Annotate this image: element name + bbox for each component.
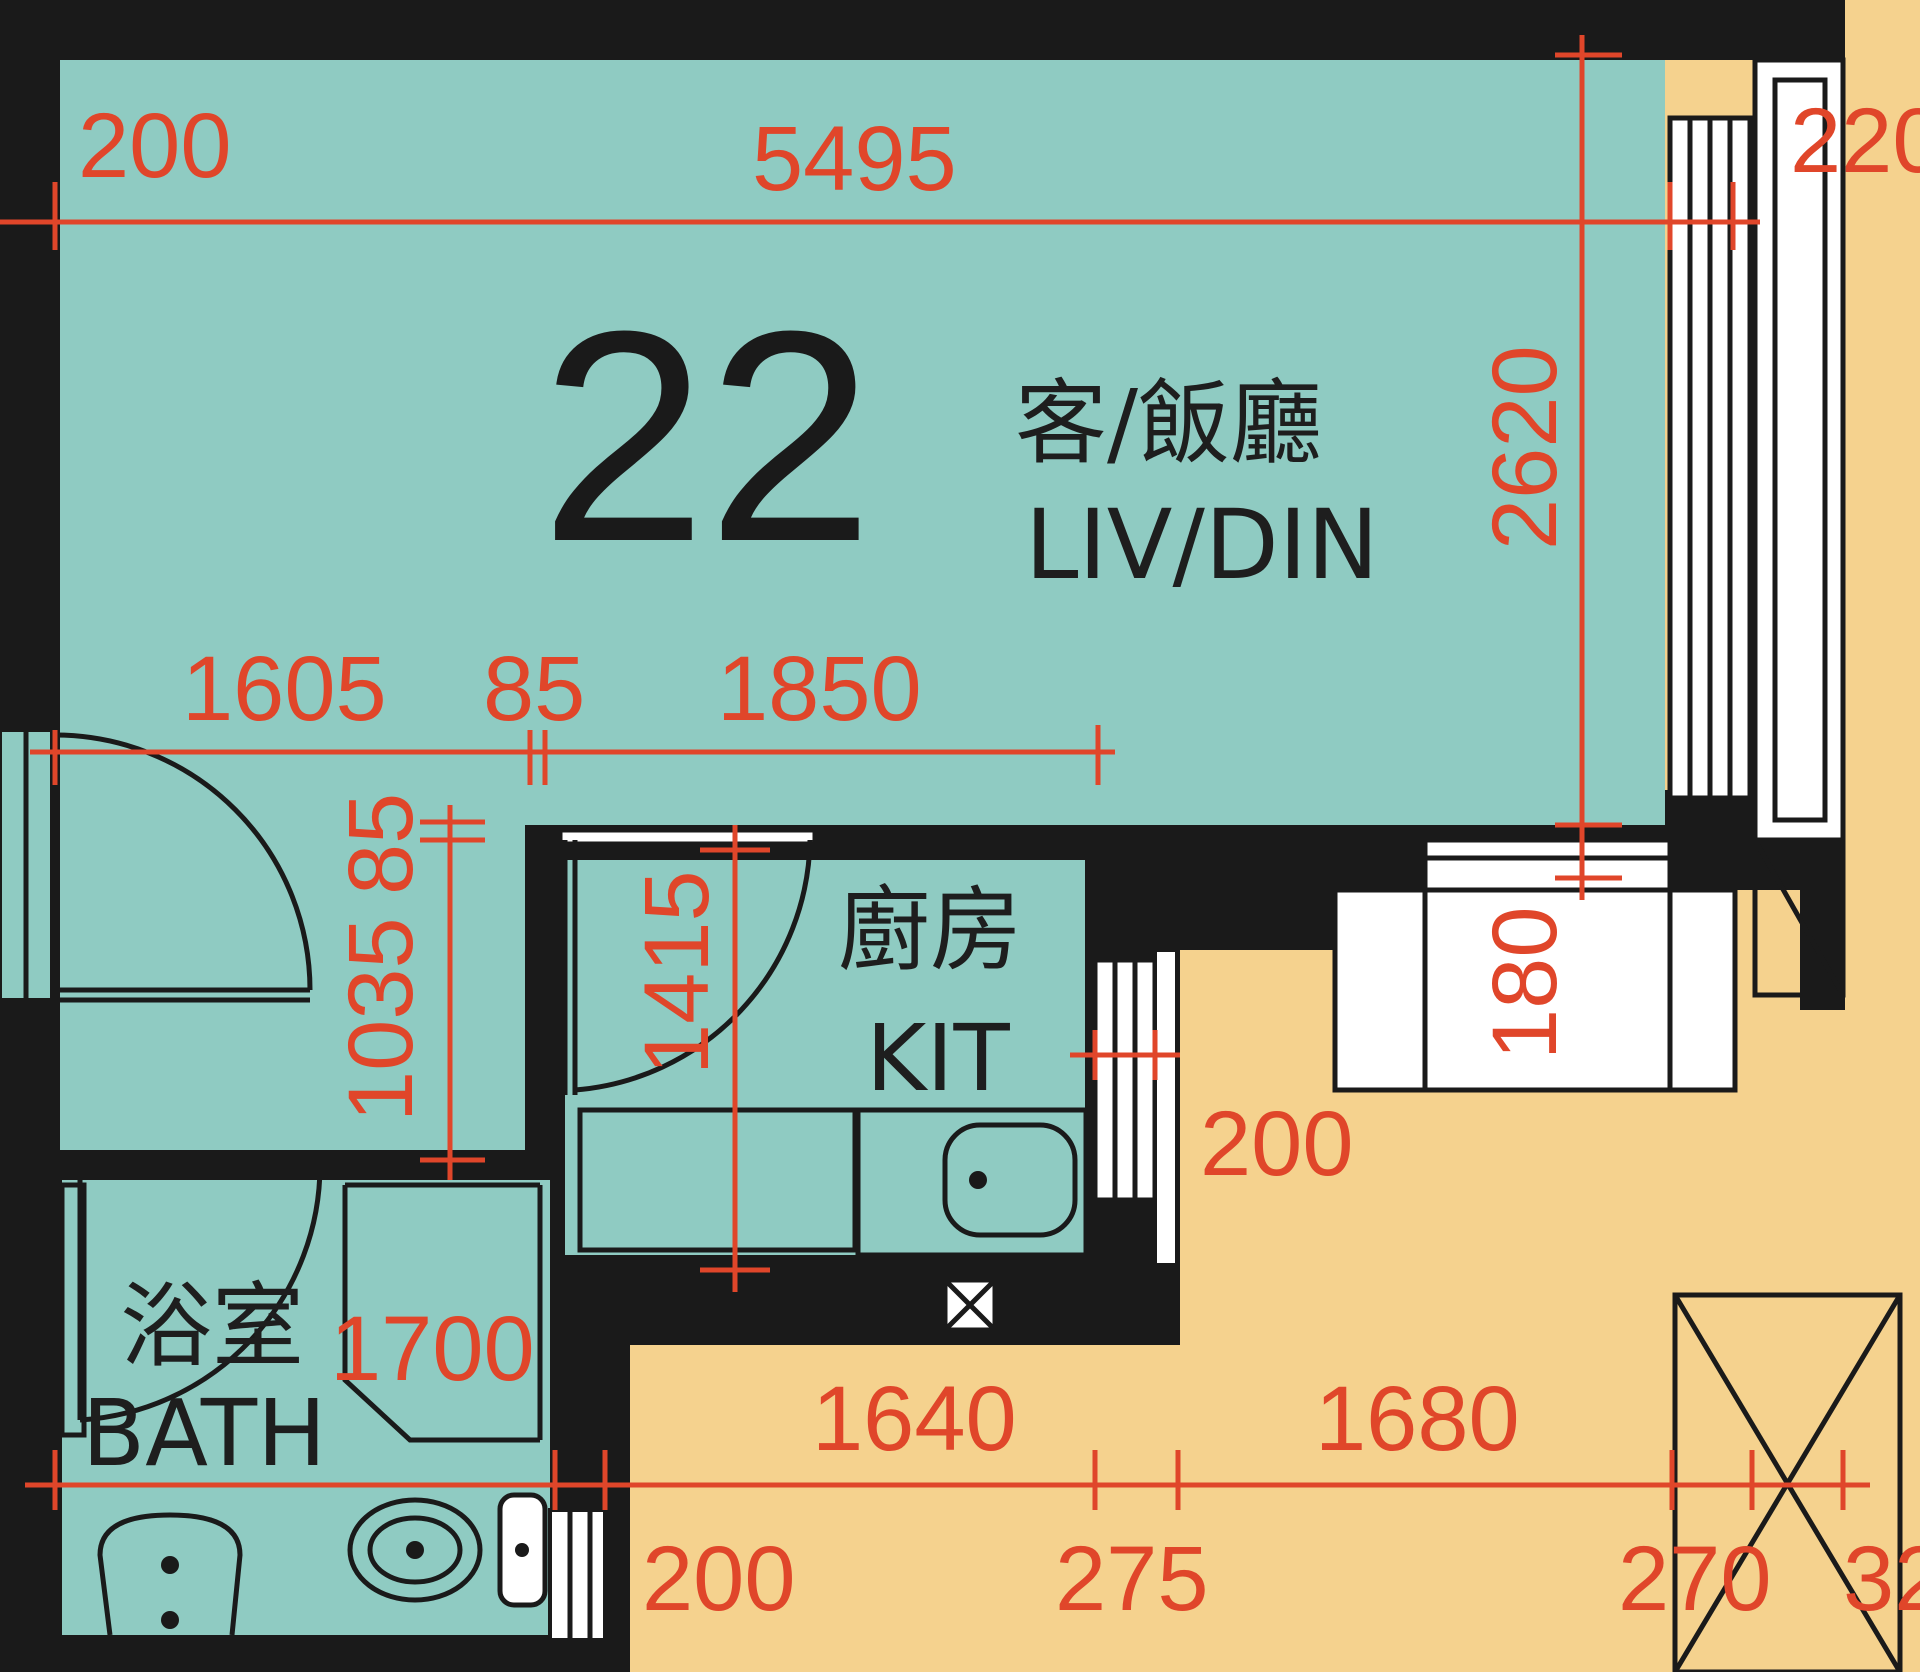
dim-wall-bottom-200: 200 (642, 1528, 796, 1630)
dim-275: 275 (1055, 1528, 1209, 1630)
dimension-lines (0, 35, 1870, 1510)
dim-85-vertical: 85 (330, 793, 432, 895)
dim-wall-top-left: 200 (78, 95, 232, 197)
dim-32: 32 (1843, 1528, 1920, 1630)
dim-living-width: 5495 (752, 108, 957, 210)
dim-bay-window: 180 (1474, 907, 1576, 1061)
bathroom-door (59, 1157, 323, 1438)
dim-85-horizontal: 85 (483, 638, 585, 740)
toilet (347, 1492, 548, 1608)
dim-kitchen-wall: 200 (1200, 1093, 1354, 1195)
bath-label-zh: 浴室 (120, 1273, 304, 1380)
kitchen-label-zh: 廚房 (838, 877, 1022, 984)
kitchen-door (557, 827, 818, 1095)
kitchen-label-en: KIT (866, 1005, 1010, 1112)
corridor-lower (630, 950, 1860, 1672)
dim-bath-width: 1700 (330, 1298, 535, 1400)
window-frame-right (1667, 57, 1846, 998)
dim-1605: 1605 (182, 638, 387, 740)
duct-marker (942, 1277, 998, 1333)
living-room-label-zh: 客/飯廳 (1015, 370, 1322, 477)
left-window (0, 728, 54, 1002)
dim-1850: 1850 (717, 638, 922, 740)
unit-number: 22 (540, 268, 874, 604)
wash-basin (97, 1512, 243, 1636)
shower-tray (342, 1182, 543, 1443)
dim-270: 270 (1618, 1528, 1772, 1630)
dim-1640: 1640 (812, 1368, 1017, 1470)
dim-living-depth: 2620 (1474, 345, 1576, 550)
living-dining-room (60, 60, 1665, 1150)
living-room-label-en: LIV/DIN (1025, 489, 1379, 601)
dim-wall-top-right: 220 (1790, 90, 1920, 192)
kitchen-counter (577, 1107, 1089, 1258)
dim-1680: 1680 (1315, 1368, 1520, 1470)
bath-label-en: BATH (82, 1380, 326, 1487)
dim-1035: 1035 (330, 917, 432, 1122)
kitchen-room (565, 860, 1085, 1255)
bay-window (1332, 837, 1738, 1093)
kitchen-window (1092, 948, 1179, 1267)
dim-kitchen-depth: 1415 (626, 870, 728, 1075)
